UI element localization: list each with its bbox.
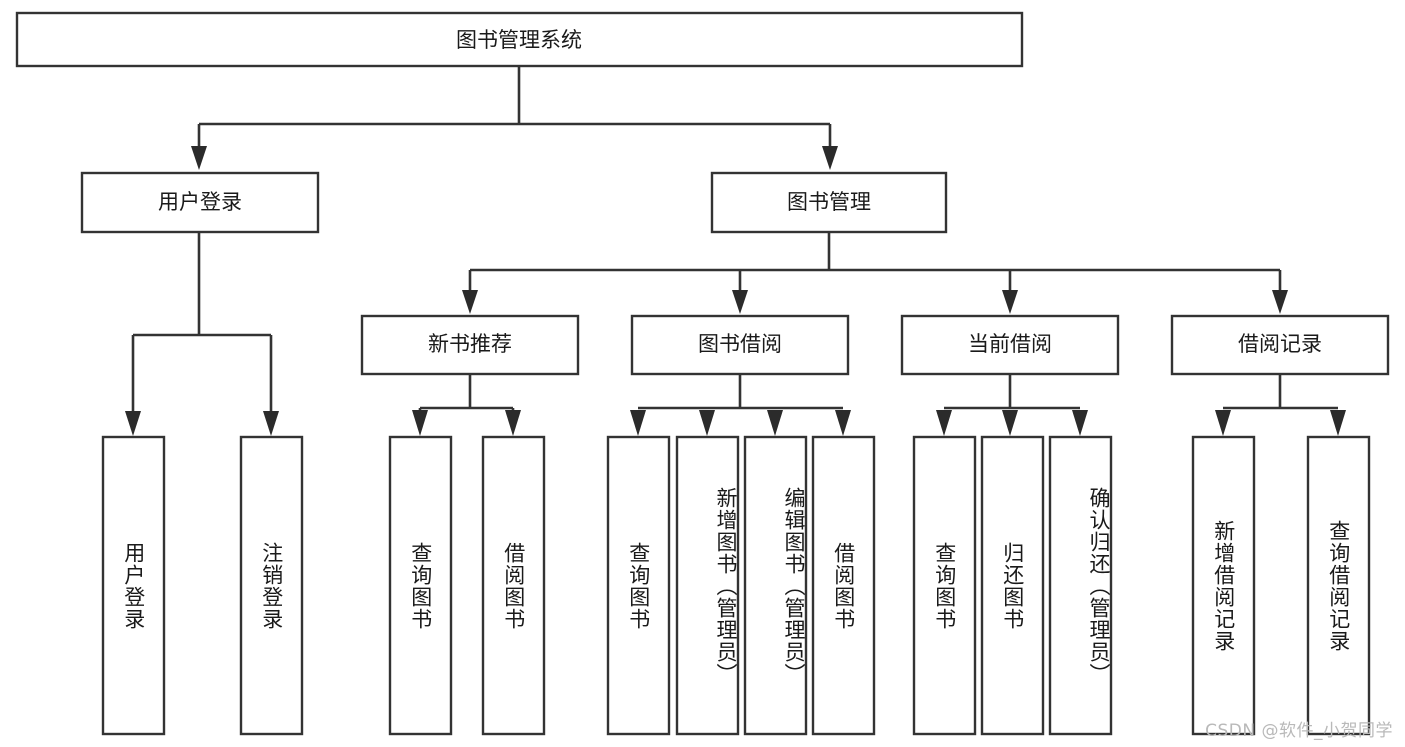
connector-group-current-borrow — [936, 374, 1088, 436]
arrow-head-leaf-query-record — [1330, 410, 1346, 436]
node-book-borrow[interactable]: 图书借阅 — [630, 314, 850, 376]
leaf-boxes — [101, 435, 1371, 736]
arrow-head-leaf-return-book — [1002, 410, 1018, 436]
node-leaf-borrow-book-1-box[interactable] — [481, 435, 546, 736]
node-leaf-return-book-box[interactable] — [980, 435, 1045, 736]
connector-group-user-login — [125, 232, 279, 436]
arrow-head-borrow-record — [1272, 290, 1288, 314]
node-book-management-box[interactable] — [710, 171, 948, 234]
node-borrow-record-box[interactable] — [1170, 314, 1390, 376]
node-borrow-record[interactable]: 借阅记录 — [1170, 314, 1390, 376]
node-book-management[interactable]: 图书管理 — [710, 171, 948, 234]
arrow-head-leaf-query-book-3 — [936, 410, 952, 436]
node-book-management-label: 图书管理 — [787, 190, 871, 214]
arrow-head-leaf-user-login — [125, 411, 141, 436]
arrow-head-new-book-recommend — [462, 290, 478, 314]
node-leaf-user-login-box[interactable] — [101, 435, 166, 736]
node-book-borrow-label: 图书借阅 — [698, 332, 782, 356]
csdn-watermark: CSDN @软件_小贺同学 — [1205, 721, 1393, 741]
connector-group-book-management — [462, 232, 1288, 314]
node-current-borrow-box[interactable] — [900, 314, 1120, 376]
arrow-head-leaf-borrow-book-2 — [835, 410, 851, 436]
arrow-head-leaf-add-record — [1215, 410, 1231, 436]
arrow-head-leaf-confirm-return — [1072, 410, 1088, 436]
node-leaf-edit-book-box[interactable] — [743, 435, 808, 736]
connector-group-book-borrow — [630, 374, 851, 436]
connector-group-root — [191, 66, 838, 170]
node-leaf-borrow-book-2-box[interactable] — [811, 435, 876, 736]
node-leaf-query-book-2-box[interactable] — [606, 435, 671, 736]
node-leaf-query-book-3-box[interactable] — [912, 435, 977, 736]
connector-group-borrow-record — [1215, 374, 1346, 436]
node-user-login-label: 用户登录 — [158, 190, 242, 214]
node-leaf-query-record-box[interactable] — [1306, 435, 1371, 736]
node-current-borrow-label: 当前借阅 — [968, 332, 1052, 356]
node-borrow-record-label: 借阅记录 — [1238, 332, 1322, 356]
node-leaf-add-book-box[interactable] — [675, 435, 740, 736]
arrow-head-leaf-borrow-book-1 — [505, 410, 521, 436]
arrow-head-book-management — [822, 146, 838, 170]
arrow-head-leaf-query-book-2 — [630, 410, 646, 436]
node-user-login[interactable]: 用户登录 — [80, 171, 320, 234]
arrow-head-current-borrow — [1002, 290, 1018, 314]
node-leaf-user-logout-box[interactable] — [239, 435, 304, 736]
arrow-head-leaf-add-book — [699, 410, 715, 436]
node-leaf-confirm-return-box[interactable] — [1048, 435, 1113, 736]
arrow-head-book-borrow — [732, 290, 748, 314]
node-root[interactable]: 图书管理系统 — [15, 11, 1024, 68]
arrow-head-leaf-edit-book — [767, 410, 783, 436]
node-new-book-recommend-label: 新书推荐 — [428, 332, 512, 356]
arrow-head-user-login — [191, 146, 207, 170]
node-current-borrow[interactable]: 当前借阅 — [900, 314, 1120, 376]
node-leaf-add-record-box[interactable] — [1191, 435, 1256, 736]
connector-group-new-book-recommend — [412, 374, 521, 436]
node-new-book-recommend[interactable]: 新书推荐 — [360, 314, 580, 376]
node-book-borrow-box[interactable] — [630, 314, 850, 376]
node-new-book-recommend-box[interactable] — [360, 314, 580, 376]
node-root-label: 图书管理系统 — [456, 28, 582, 52]
node-user-login-box[interactable] — [80, 171, 320, 234]
arrow-head-leaf-query-book-1 — [412, 410, 428, 436]
node-root-box[interactable] — [15, 11, 1024, 68]
node-leaf-query-book-1-box[interactable] — [388, 435, 453, 736]
arrow-head-leaf-user-logout — [263, 411, 279, 436]
